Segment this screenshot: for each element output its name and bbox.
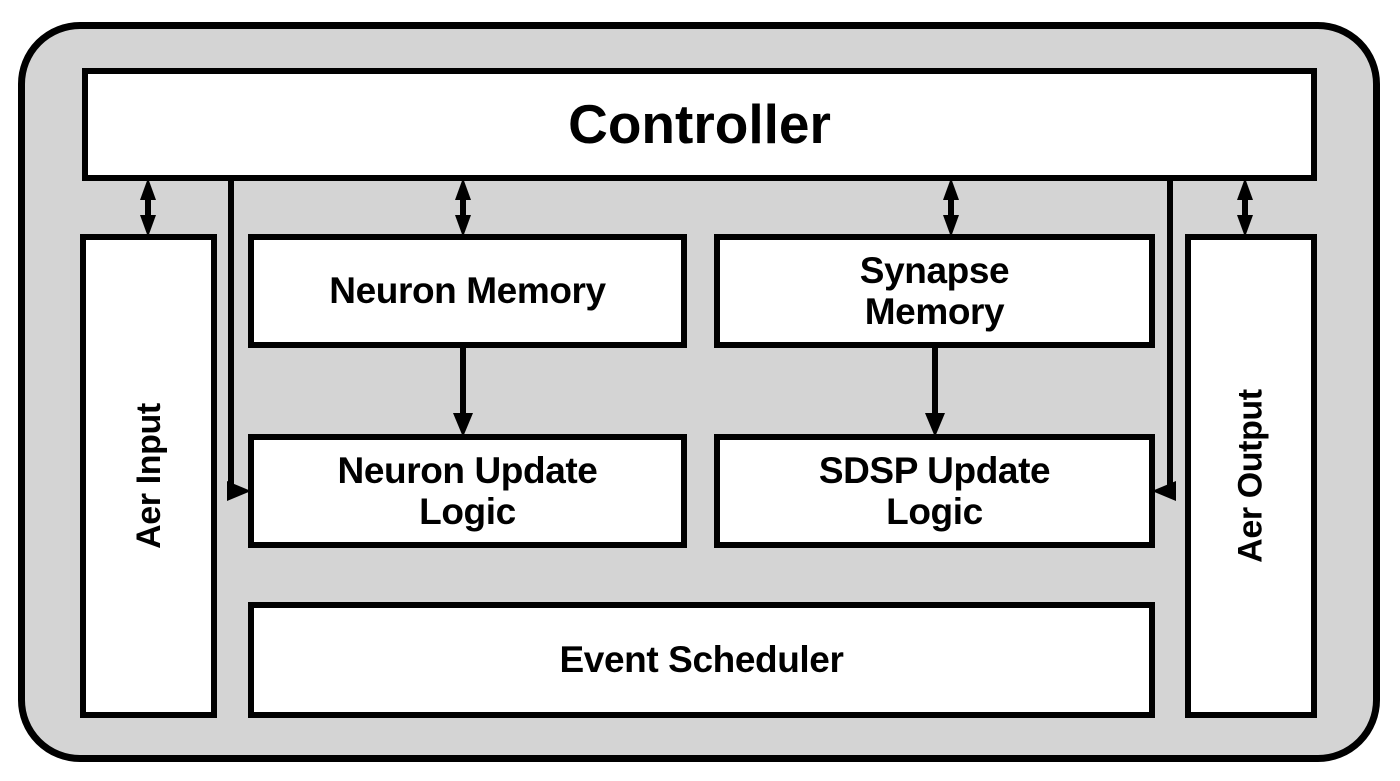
- block-sdsp-update-logic[interactable]: SDSP Update Logic: [714, 434, 1155, 548]
- block-aer-output[interactable]: Aer Output: [1185, 234, 1317, 718]
- block-controller[interactable]: Controller: [82, 68, 1317, 181]
- block-controller-label: Controller: [568, 92, 831, 155]
- block-synapse-memory[interactable]: Synapse Memory: [714, 234, 1155, 348]
- block-aer-input[interactable]: Aer Input: [80, 234, 217, 718]
- block-aer-output-label: Aer Output: [1231, 389, 1270, 563]
- block-synapse-memory-label: Synapse Memory: [859, 249, 1010, 332]
- block-event-scheduler[interactable]: Event Scheduler: [248, 602, 1155, 718]
- block-sdsp-update-logic-label: SDSP Update Logic: [818, 449, 1051, 532]
- block-aer-input-label: Aer Input: [129, 403, 168, 549]
- block-neuron-update-logic-label: Neuron Update Logic: [337, 449, 598, 532]
- block-neuron-update-logic[interactable]: Neuron Update Logic: [248, 434, 687, 548]
- block-neuron-memory[interactable]: Neuron Memory: [248, 234, 687, 348]
- block-event-scheduler-label: Event Scheduler: [559, 639, 844, 681]
- block-neuron-memory-label: Neuron Memory: [329, 270, 606, 312]
